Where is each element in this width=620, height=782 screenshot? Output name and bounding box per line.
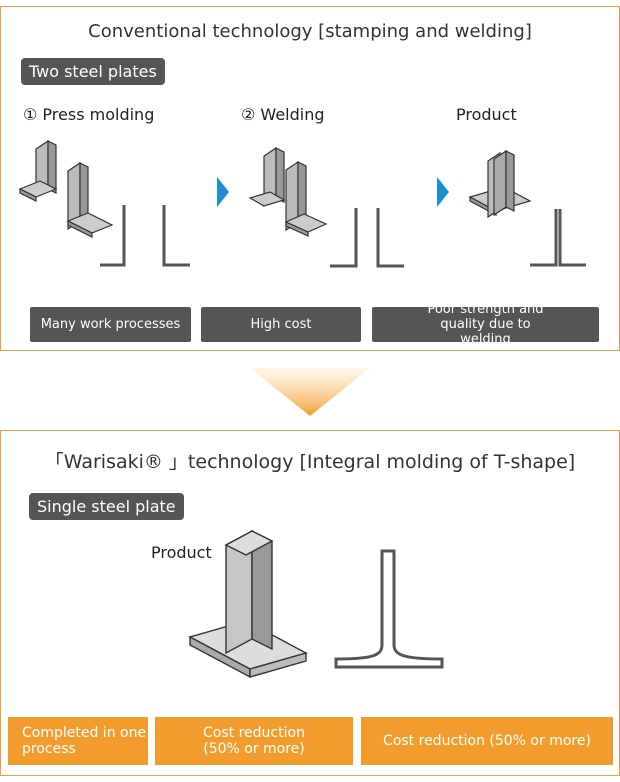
t-shape-product-illustration bbox=[188, 529, 444, 679]
down-arrow-icon bbox=[250, 368, 370, 416]
issue-high-cost: High cost bbox=[201, 307, 361, 342]
press-molding-illustration bbox=[18, 139, 190, 267]
conventional-panel: Conventional technology [stamping and we… bbox=[0, 6, 620, 351]
step-press-molding: ① Press molding bbox=[23, 105, 155, 124]
product-welded-illustration bbox=[468, 149, 586, 267]
benefit-one-process: Completed in one process bbox=[8, 717, 148, 765]
issue-many-processes: Many work processes bbox=[30, 307, 191, 342]
conventional-title: Conventional technology [stamping and we… bbox=[88, 21, 532, 42]
benefit-cost-reduction-1: Cost reduction (50% or more) bbox=[155, 717, 353, 765]
two-plates-tag: Two steel plates bbox=[21, 58, 165, 85]
warisaki-panel: 「Warisaki® 」technology [Integral molding… bbox=[0, 430, 620, 776]
product-label: Product bbox=[151, 543, 212, 562]
warisaki-title: 「Warisaki® 」technology [Integral molding… bbox=[44, 451, 576, 473]
arrow-right-icon bbox=[437, 177, 449, 207]
step-product: Product bbox=[456, 105, 517, 124]
benefit-cost-reduction-2: Cost reduction (50% or more) bbox=[361, 717, 613, 765]
welding-illustration bbox=[248, 146, 404, 268]
arrow-right-icon bbox=[217, 177, 229, 207]
step-welding: ② Welding bbox=[241, 105, 325, 124]
issue-poor-strength: Poor strength and quality due to welding bbox=[372, 302, 599, 347]
single-plate-tag: Single steel plate bbox=[29, 493, 184, 520]
